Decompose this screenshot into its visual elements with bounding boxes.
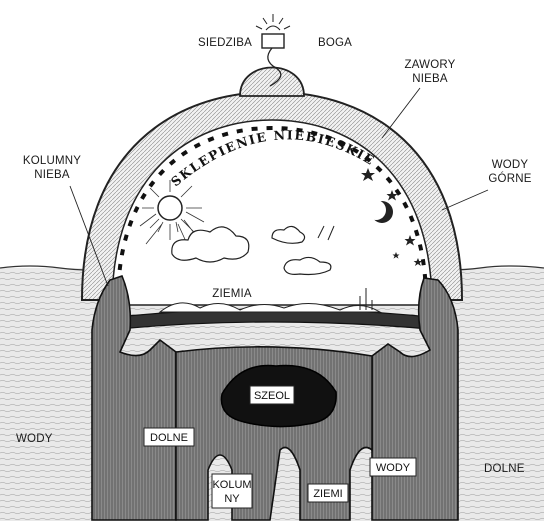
dolne-right-label: DOLNE xyxy=(484,463,525,475)
god-dwelling-dome xyxy=(240,68,304,97)
siedziba-label: SIEDZIBA xyxy=(198,37,252,49)
ziemia-label: ZIEMIA xyxy=(212,288,252,300)
zawory-leader-line xyxy=(382,88,420,138)
wody-gorne-label-2: GÓRNE xyxy=(488,172,531,185)
wody-gorne-label-1: WODY xyxy=(492,159,529,171)
kolumny-ziemi-label-1: KOLUM xyxy=(212,479,251,491)
sheol-label: SZEOL xyxy=(254,390,290,402)
zawory-label-2: NIEBA xyxy=(412,73,448,85)
boga-label: BOGA xyxy=(318,37,352,49)
kolumny-nieba-label-1: KOLUMNY xyxy=(23,155,81,167)
kolumny-ziemi-label-2: NY xyxy=(224,493,240,505)
dolne-left-label: DOLNE xyxy=(150,432,188,444)
wody-left-label: WODY xyxy=(16,433,53,445)
kolumny-nieba-label-2: NIEBA xyxy=(34,169,70,181)
zawory-label-1: ZAWORY xyxy=(404,59,455,71)
wody-gorne-leader-line xyxy=(442,190,488,210)
ziemi-label: ZIEMI xyxy=(313,488,342,500)
radiance-icon xyxy=(256,14,290,30)
wody-right-label: WODY xyxy=(376,462,411,474)
god-dwelling-building xyxy=(262,34,284,48)
